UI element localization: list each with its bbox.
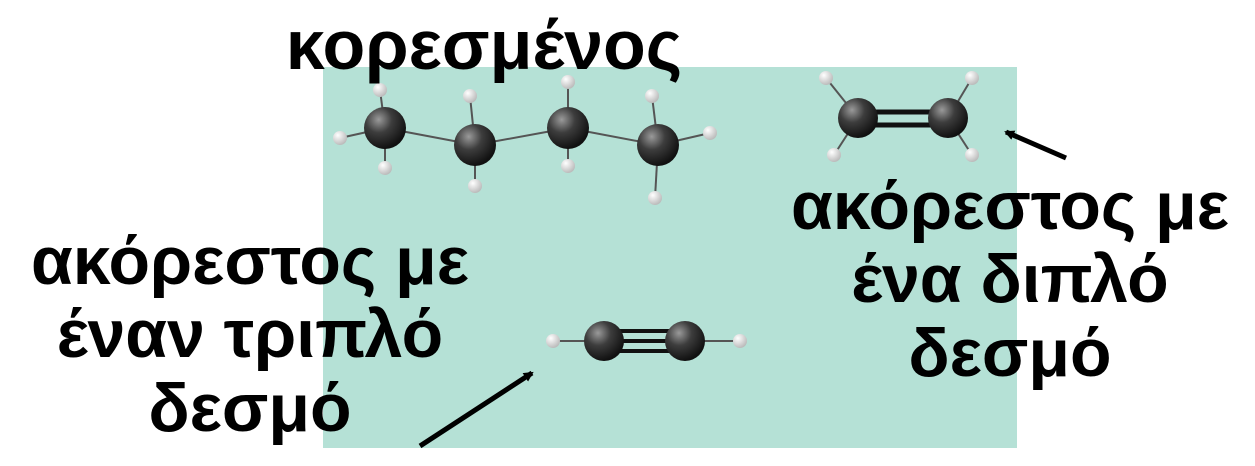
- ethene-molecule: [819, 71, 979, 162]
- butane-carbon-atoms: [364, 107, 679, 166]
- ethyne-carbon-atoms: [584, 321, 705, 361]
- arrow-to-ethene: [1004, 129, 1067, 161]
- arrow-to-ethyne: [418, 370, 534, 449]
- label-triple-line-1: ακόρεστος με: [31, 223, 469, 299]
- label-triple-line-2: έναν τριπλό: [56, 296, 444, 373]
- ethene-hydrogen-atoms: [819, 71, 979, 162]
- label-double-bond: ακόρεστος με ένα διπλό δεσμό: [760, 168, 1255, 391]
- label-double-line-2: ένα διπλό: [851, 241, 1169, 318]
- butane-molecule: [333, 75, 717, 205]
- label-saturated: κορεσμένος: [285, 6, 683, 84]
- label-double-line-1: ακόρεστος με: [791, 168, 1229, 244]
- ethene-carbon-atoms: [838, 98, 968, 138]
- ethyne-hydrogen-atoms: [546, 334, 747, 348]
- ethyne-molecule: [546, 321, 747, 361]
- label-double-line-3: δεσμό: [908, 314, 1112, 391]
- ethene-double-bond: [870, 109, 936, 128]
- butane-hydrogen-atoms: [333, 75, 717, 205]
- label-triple-line-3: δεσμό: [148, 369, 352, 446]
- ethyne-triple-bond: [615, 329, 672, 353]
- label-triple-bond: ακόρεστος με έναν τριπλό δεσμό: [0, 223, 500, 446]
